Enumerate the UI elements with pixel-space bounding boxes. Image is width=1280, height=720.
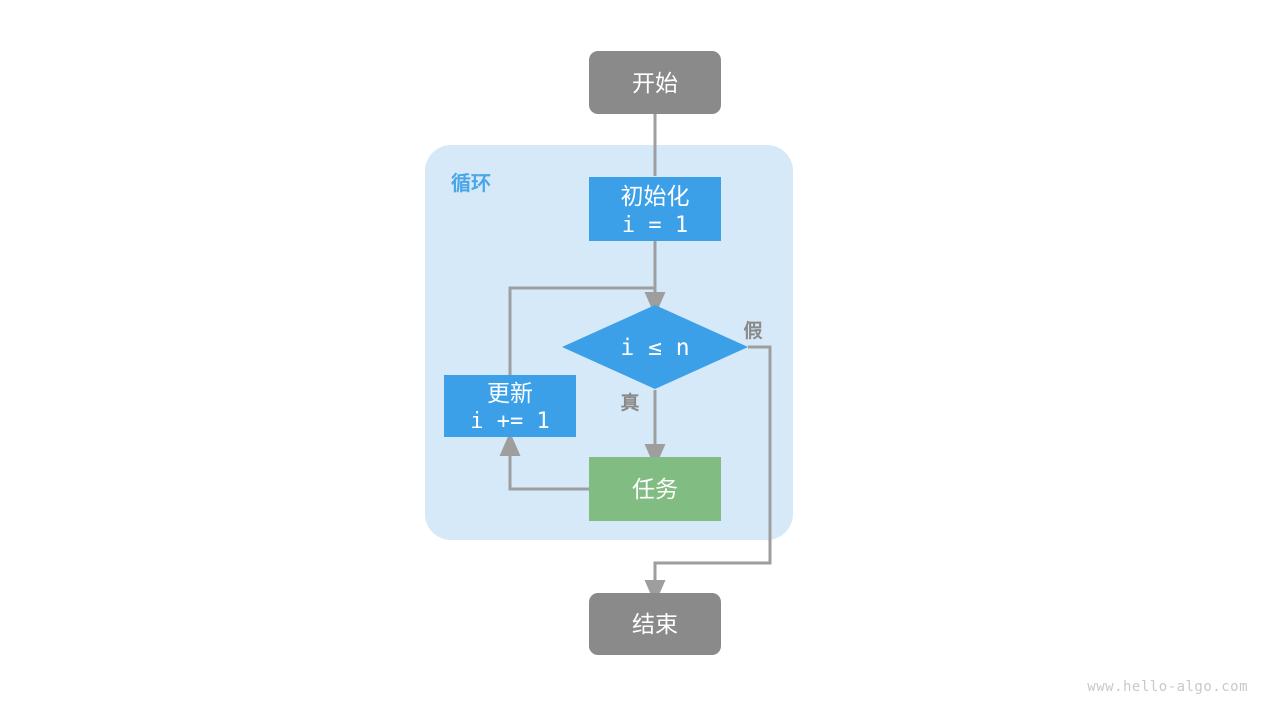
node-decision-label: i ≤ n	[620, 335, 689, 361]
edge-decision-to-end	[644, 345, 772, 604]
node-task-label: 任务	[632, 476, 678, 502]
node-init-label-line1: 初始化	[621, 183, 690, 209]
node-init[interactable]: 初始化 i = 1	[589, 177, 721, 241]
node-start-label: 开始	[632, 70, 678, 96]
node-update-label-line1: 更新	[487, 380, 533, 406]
edge-task-to-update	[499, 432, 589, 491]
watermark: www.hello-algo.com	[1087, 679, 1248, 695]
edge-label-true: 真	[620, 391, 639, 414]
node-decision[interactable]: i ≤ n	[562, 305, 748, 389]
edge-update-to-decision	[508, 286, 655, 376]
node-task[interactable]: 任务	[589, 457, 721, 521]
loop-group-label: 循环	[451, 171, 491, 195]
edge-label-false: 假	[743, 319, 762, 342]
node-update-label-line2: i += 1	[470, 409, 549, 434]
node-end[interactable]: 结束	[589, 593, 721, 655]
node-init-label-line2: i = 1	[622, 213, 688, 238]
node-end-label: 结束	[632, 611, 678, 637]
node-update[interactable]: 更新 i += 1	[444, 375, 576, 437]
node-start[interactable]: 开始	[589, 51, 721, 114]
